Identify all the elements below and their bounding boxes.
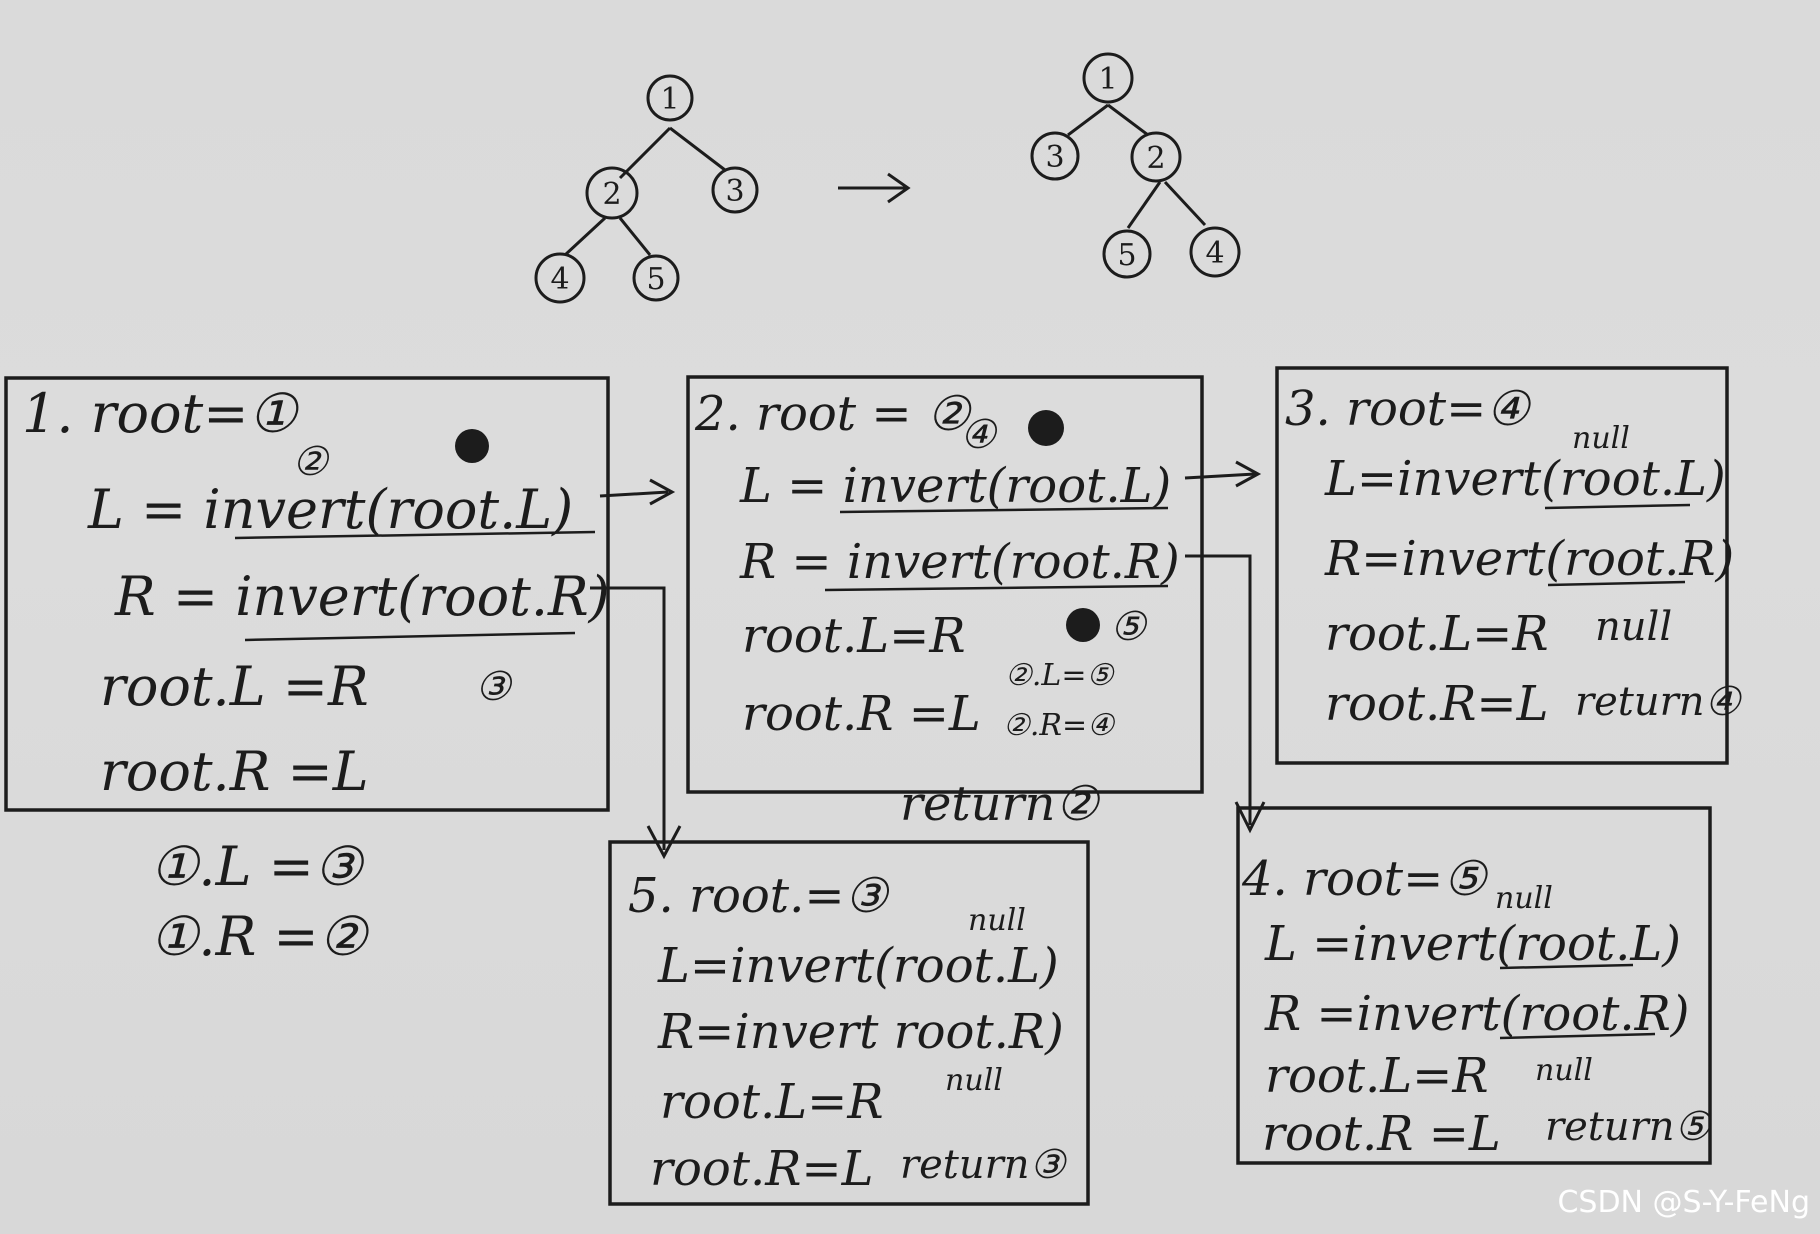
box1-line4: root.R =L xyxy=(100,740,369,803)
tree-before-node-5: 5 xyxy=(632,254,680,302)
box4-line4: root.R =L xyxy=(1262,1106,1501,1162)
watermark: CSDN @S-Y-FeNg xyxy=(1557,1185,1810,1220)
box3-line3: root.L=R xyxy=(1325,606,1549,662)
box3-null-mid: null xyxy=(1595,604,1672,650)
box1-side-note: ③ xyxy=(475,664,513,710)
arrow-box2-to-box3 xyxy=(1184,460,1262,488)
box2-line4: root.R =L xyxy=(742,686,981,742)
tree-after: 1 3 2 5 4 xyxy=(1030,52,1241,279)
svg-text:3: 3 xyxy=(1045,140,1064,175)
box2-line3: root.L=R xyxy=(742,608,966,664)
step-box-5: 5. root.=③ null L=invert(root.L) R=inver… xyxy=(608,840,1090,1206)
svg-text:1: 1 xyxy=(1098,62,1117,97)
box1-line3: root.L =R xyxy=(100,655,369,718)
box2-scribble-icon xyxy=(1028,410,1064,446)
tree-before: 1 2 3 4 5 xyxy=(534,74,759,304)
box1-assignments: ①.L =③ ①.R =② xyxy=(150,835,370,968)
step-box-1: 1. root=① ② L = invert(root.L) R = inver… xyxy=(4,376,610,812)
step-box-4: 4. root=⑤ null L =invert(root.L) R =inve… xyxy=(1236,806,1713,1165)
box2-return: return② xyxy=(900,776,1101,832)
box4-line3: root.L=R xyxy=(1265,1048,1489,1104)
svg-text:4: 4 xyxy=(1205,236,1224,271)
box4-null-top: null xyxy=(1495,881,1553,916)
box1-title: 1. root=① xyxy=(22,382,299,445)
box5-return: return③ xyxy=(900,1142,1068,1188)
box5-line2: R=invert root.R) xyxy=(657,1004,1064,1060)
box1-line2: R = invert(root.R) xyxy=(114,565,610,628)
box2-note-b: ②.R=④ xyxy=(1003,708,1116,743)
box3-line2: R=invert(root.R) xyxy=(1324,531,1734,587)
svg-text:5: 5 xyxy=(646,262,665,297)
arrow-box2-to-box4 xyxy=(1185,554,1266,834)
box5-null-mid: null xyxy=(945,1063,1003,1098)
svg-text:1: 1 xyxy=(660,82,679,117)
box1-assign-right: ①.R =② xyxy=(150,905,370,968)
tree-after-node-2: 2 xyxy=(1130,131,1182,183)
arrow-box1-to-box5 xyxy=(590,586,682,860)
box2-line1: L = invert(root.L) xyxy=(739,458,1171,514)
box4-return: return⑤ xyxy=(1545,1104,1713,1150)
svg-text:5: 5 xyxy=(1117,238,1136,273)
tree-after-node-5: 5 xyxy=(1102,229,1152,279)
box3-line4: root.R=L xyxy=(1325,676,1549,732)
box4-line1: L =invert(root.L) xyxy=(1264,916,1681,972)
tree-before-node-4: 4 xyxy=(534,252,586,304)
box2-note-mid: ⑤ xyxy=(1110,604,1148,650)
svg-text:2: 2 xyxy=(602,177,621,212)
box5-line3: root.L=R xyxy=(660,1074,884,1130)
box5-line4: root.R=L xyxy=(650,1141,874,1197)
box5-null-top: null xyxy=(968,903,1026,938)
box2-note-a: ②.L=⑤ xyxy=(1005,658,1115,693)
step-box-3: 3. root=④ null L=invert(root.L) R=invert… xyxy=(1275,366,1743,765)
box5-line1: L=invert(root.L) xyxy=(657,938,1059,994)
tree-before-node-3: 3 xyxy=(711,166,759,214)
transform-arrow xyxy=(838,172,911,204)
box3-title: 3. root=④ xyxy=(1285,381,1532,437)
tree-after-node-4: 4 xyxy=(1189,226,1241,278)
tree-before-node-1: 1 xyxy=(646,74,694,122)
box1-note-left: ② xyxy=(292,439,330,485)
box3-null-top: null xyxy=(1572,421,1630,456)
svg-text:4: 4 xyxy=(550,262,569,297)
tree-after-node-1: 1 xyxy=(1082,52,1134,104)
box3-line1: L=invert(root.L) xyxy=(1324,451,1726,507)
box2-title: 2. root = ② xyxy=(694,386,973,442)
box5-title: 5. root.=③ xyxy=(628,868,891,924)
box1-line1: L = invert(root.L) xyxy=(87,478,573,541)
box3-return: return④ xyxy=(1575,679,1743,725)
svg-text:3: 3 xyxy=(725,174,744,209)
box2-scribble-icon-2 xyxy=(1066,608,1100,642)
step-box-2: 2. root = ② ④ L = invert(root.L) R = inv… xyxy=(686,375,1204,832)
box4-title: 4. root=⑤ xyxy=(1241,851,1489,907)
box2-line2: R = invert(root.R) xyxy=(739,534,1180,590)
box2-note-top: ④ xyxy=(960,412,998,458)
svg-text:2: 2 xyxy=(1146,141,1165,176)
arrow-box1-to-box2 xyxy=(599,478,676,506)
tree-before-node-2: 2 xyxy=(585,166,639,220)
box1-scribble-icon xyxy=(455,429,489,463)
tree-after-node-3: 3 xyxy=(1030,131,1080,181)
box4-line2: R =invert(root.R) xyxy=(1264,986,1690,1042)
box1-assign-left: ①.L =③ xyxy=(150,835,365,898)
box4-null-mid: null xyxy=(1535,1053,1593,1088)
